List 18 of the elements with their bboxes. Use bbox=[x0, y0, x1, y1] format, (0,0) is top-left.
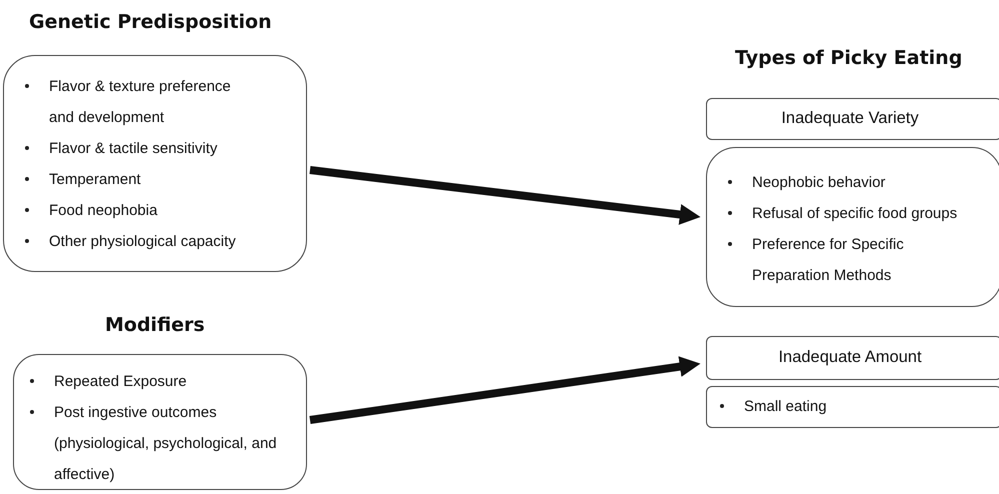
bullet-item: Refusal of specific food groups bbox=[728, 198, 996, 229]
arrow bbox=[310, 166, 701, 225]
group-heading: Modifiers bbox=[105, 314, 205, 336]
bullet-item: Flavor & texture preference and development bbox=[25, 71, 251, 133]
category-title: Inadequate Variety bbox=[781, 109, 919, 128]
group-heading: Genetic Predisposition bbox=[29, 11, 272, 33]
bullet-item: Small eating bbox=[720, 391, 980, 422]
bullet-item: Flavor & tactile sensitivity bbox=[25, 133, 285, 164]
arrow bbox=[309, 356, 700, 424]
category-title: Inadequate Amount bbox=[778, 348, 922, 367]
bullet-item: Preference for Specific Preparation Methods bbox=[728, 229, 928, 291]
bullet-item: Other physiological capacity bbox=[25, 226, 285, 257]
bullet-item: Temperament bbox=[25, 164, 285, 195]
bullet-item: Neophobic behavior bbox=[728, 167, 996, 198]
bullet-item: Post ingestive outcomes (physiological, psychological, and affective) bbox=[30, 397, 302, 490]
bullet-item: Food neophobia bbox=[25, 195, 285, 226]
bullet-item: Repeated Exposure bbox=[30, 366, 290, 397]
section-heading: Types of Picky Eating bbox=[735, 47, 962, 69]
